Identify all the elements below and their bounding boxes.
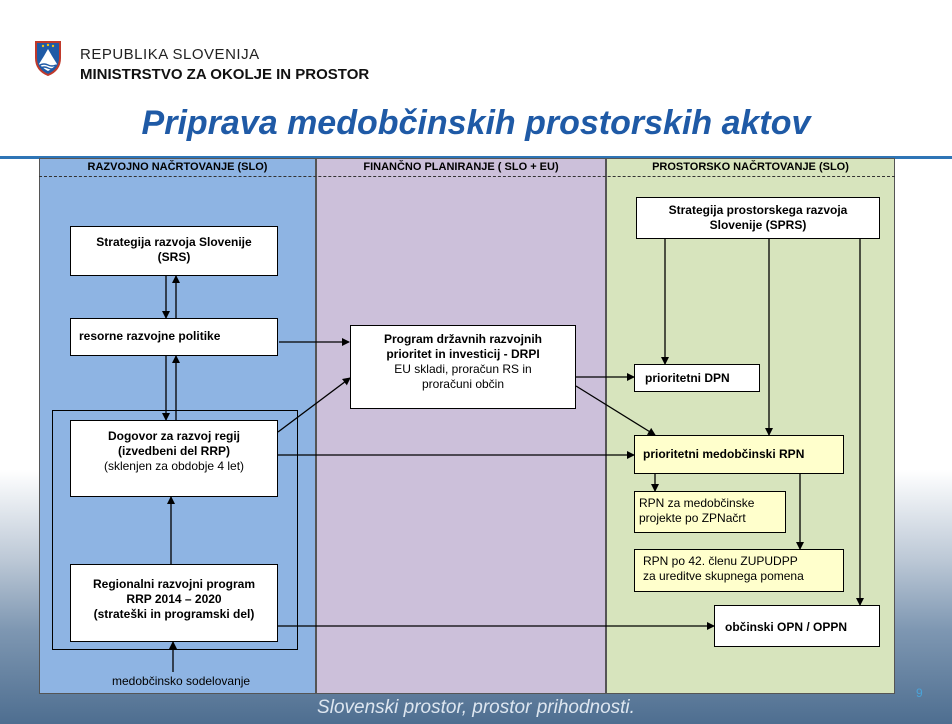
box-rpn-projekti: RPN za medobčinske projekte po ZPNačrt (634, 491, 786, 533)
opn-line1: občinski OPN / OPPN (725, 620, 848, 634)
box-opn: občinski OPN / OPPN (714, 605, 880, 647)
header-line2: MINISTRSTVO ZA OKOLJE IN PROSTOR (80, 66, 370, 83)
rpn-proj-line2: projekte po ZPNačrt (639, 511, 746, 525)
rrp-line1: Regionalni razvojni program (92, 577, 256, 591)
note-medobcinsko: medobčinsko sodelovanje (112, 674, 251, 688)
drpi-line4: proračuni občin (421, 377, 505, 391)
footer-slogan: Slovenski prostor, prostor prihodnosti. (317, 697, 635, 718)
rrp-line3: (strateški in programski del) (93, 607, 255, 621)
header-line1: REPUBLIKA SLOVENIJA (80, 46, 260, 63)
srs-line2: (SRS) (157, 250, 191, 264)
box-srs: Strategija razvoja Slovenije (SRS) (70, 226, 278, 276)
srs-line1: Strategija razvoja Slovenije (96, 235, 252, 249)
box-sprs: Strategija prostorskega razvoja Slovenij… (636, 197, 880, 239)
resorne-line1: resorne razvojne politike (79, 329, 221, 343)
rpn-42-line2: za ureditve skupnega pomena (643, 569, 804, 583)
rpn-42-line1: RPN po 42. členu ZUPUDPP (643, 554, 798, 568)
box-rpn-42: RPN po 42. členu ZUPUDPP za ureditve sku… (634, 549, 844, 592)
title-rule (0, 156, 952, 159)
drpi-line2: prioritet in investicij - DRPI (386, 347, 540, 361)
sprs-line1: Strategija prostorskega razvoja (668, 203, 848, 217)
lane-financno: FINANČNO PLANIRANJE ( SLO + EU) (316, 158, 606, 694)
page-number: 9 (916, 686, 923, 700)
box-drpi: Program državnih razvojnih prioritet in … (350, 325, 576, 409)
box-dogovor: Dogovor za razvoj regij (izvedbeni del R… (70, 420, 278, 497)
box-resorne: resorne razvojne politike (70, 318, 278, 356)
page-title: Priprava medobčinskih prostorskih aktov (141, 104, 811, 142)
dogovor-line2: (izvedbeni del RRP) (117, 444, 230, 458)
dogovor-line1: Dogovor za razvoj regij (107, 429, 241, 443)
box-prioritetni-dpn: prioritetni DPN (634, 364, 760, 392)
slovenia-coat-of-arms-icon (34, 40, 62, 77)
drpi-line1: Program državnih razvojnih (383, 332, 543, 346)
drpi-line3: EU skladi, proračun RS in (394, 362, 532, 376)
box-rrp: Regionalni razvojni program RRP 2014 – 2… (70, 564, 278, 642)
box-prioritetni-medobcinski-rpn: prioritetni medobčinski RPN (634, 435, 844, 474)
dogovor-line3: (sklenjen za obdobje 4 let) (103, 459, 245, 473)
lane-header-divider (39, 176, 895, 177)
rrp-line2: RRP 2014 – 2020 (126, 592, 222, 606)
rpn-proj-line1: RPN za medobčinske (639, 496, 755, 510)
pdpn-line1: prioritetni DPN (645, 371, 730, 385)
prpn-line1: prioritetni medobčinski RPN (643, 447, 805, 461)
regional-group-frame (52, 410, 298, 650)
lane-title-razvojno: RAZVOJNO NAČRTOVANJE (SLO) (87, 161, 268, 173)
sprs-line2: Slovenije (SPRS) (709, 218, 807, 232)
lane-title-financno: FINANČNO PLANIRANJE ( SLO + EU) (363, 161, 559, 173)
lane-title-prostorsko: PROSTORSKO NAČRTOVANJE (SLO) (652, 161, 849, 173)
